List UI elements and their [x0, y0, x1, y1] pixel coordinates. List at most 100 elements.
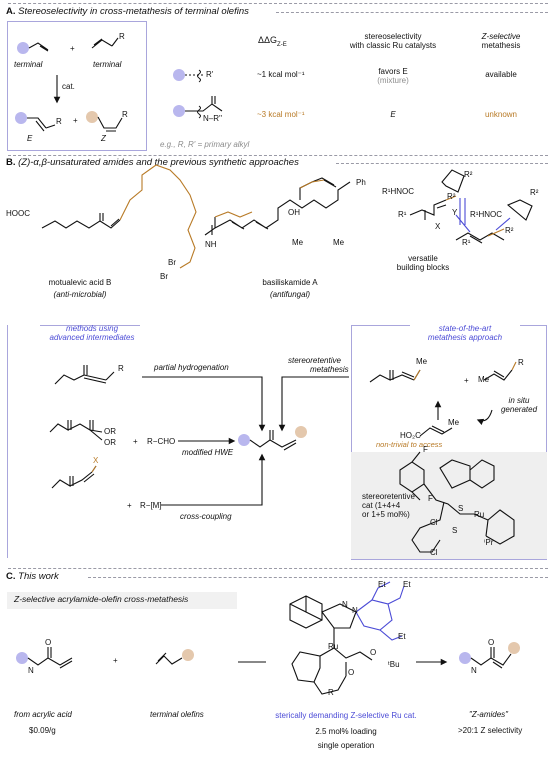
row2-group: N–R'' [203, 114, 223, 123]
row1-zsel: available [485, 70, 517, 79]
bb-r2-d: R² [505, 226, 514, 235]
bb-r2-a: R² [447, 192, 456, 201]
mol2-nh2: NH [205, 240, 217, 249]
cat-c-o-2: O [370, 648, 377, 657]
plus-a-1: + [70, 44, 75, 53]
mol1-br-2: Br [160, 272, 168, 281]
right-me-1: Me [416, 357, 428, 366]
right-r: R [518, 358, 524, 367]
col-ddg-header: ΔΔGZ-E [258, 35, 287, 48]
section-c-title: C. This work [6, 571, 59, 582]
mol2-note: (antifungal) [269, 290, 311, 299]
coupling-x: X [93, 456, 99, 465]
cat-c-ru: Ru [328, 642, 339, 651]
banner-label: Z-selective acrylamide-olefin cross-meta… [14, 594, 189, 604]
arrow-cc-label: cross-coupling [180, 512, 232, 521]
plus-a-2: + [73, 116, 78, 125]
bb-x: X [435, 222, 441, 231]
left-bracket [7, 325, 11, 558]
amide-o: O [45, 638, 52, 647]
left-top-line [40, 325, 140, 326]
mol2-me-2: Me [333, 238, 345, 247]
cat-f-1: F [423, 445, 428, 454]
mol2-ph: Ph [356, 178, 366, 187]
footnote-a: e.g., R, R' = primary alkyl [160, 140, 250, 149]
cat-c-et-1: Et [378, 580, 386, 589]
mol1-hooc: HOOC [6, 209, 30, 218]
bb-r1hnoc-1: R¹HNOC [382, 187, 414, 196]
cat-s-1: S [458, 504, 464, 513]
divider-a-top [8, 3, 548, 4]
loading-label: 2.5 mol% loading [315, 727, 377, 736]
section-b-title: B. (Z)-α,β-unsaturated amides and the pr… [6, 157, 299, 168]
alkyne-r: R [118, 364, 124, 373]
arrow-partial-label: partial hydrogenation [154, 363, 229, 372]
bb-r1: R¹ [398, 210, 407, 219]
cat-ipr: ⁱPr [484, 538, 494, 547]
from-acrylic-label: from acrylic acid [14, 710, 72, 719]
reagent-m: R−[M] [140, 501, 162, 510]
row1-energy: ~1 kcal mol⁻¹ [257, 70, 305, 79]
cat-c-et-2: Et [403, 580, 411, 589]
single-operation-label: single operation [317, 741, 375, 750]
cat-s-2: S [452, 526, 458, 535]
non-trivial-label: non-trivial to access [376, 440, 443, 449]
label-z: Z [101, 134, 106, 143]
plus-b-1: + [133, 437, 138, 446]
cat-c-n-2: N [352, 606, 358, 615]
label-cat: cat. [62, 82, 75, 91]
right-me-3: Me [448, 418, 460, 427]
divider-a-right [276, 12, 548, 13]
label-r-a: R [119, 32, 125, 41]
label-r-z: R [122, 110, 128, 119]
row2-stereo: E [390, 110, 396, 119]
plus-b-2: + [127, 501, 132, 510]
reagent-cho: R−CHO [147, 437, 176, 446]
divider-c-right [88, 577, 548, 578]
bb-r1-product: R¹ [462, 238, 471, 247]
cat-c-n-1: N [342, 600, 348, 609]
divider-c-top [8, 568, 548, 569]
label-e: E [27, 134, 33, 143]
amide-nh: N [28, 666, 34, 675]
row1-group: R' [206, 70, 214, 79]
product-n: N [471, 666, 477, 675]
bb-r1hnoc-2: R¹HNOC [470, 210, 502, 219]
row2-zsel: unknown [484, 110, 518, 119]
plus-c: + [113, 656, 118, 665]
hwe-or-2: OR [104, 438, 116, 447]
divider-b-right [336, 163, 548, 164]
cat-label: stereoretentive cat (1+4+4 or 1+5 mol%) [362, 492, 415, 520]
mol1-name: motualevic acid B [48, 278, 112, 287]
right-me-2: Me [478, 375, 490, 384]
label-terminal-1: terminal [14, 60, 43, 69]
cat-cl-2: Cl [430, 548, 438, 557]
bb-y: Y [452, 208, 458, 217]
cat-f-2: F [428, 494, 433, 503]
terminal-olefin-box [7, 21, 147, 151]
row1-stereo: favors E(mixture) [377, 67, 409, 86]
product-o: O [488, 638, 495, 647]
bb-r2-c: R² [530, 188, 539, 197]
cat-c-et-3: Et [398, 632, 406, 641]
arrow-hwe-label: modified HWE [182, 448, 234, 457]
cat-c-o-1: O [348, 668, 355, 677]
label-r-e: R [56, 117, 62, 126]
catalyst-caption: sterically demanding Z-selective Ru cat. [275, 711, 417, 720]
plus-b-3: + [464, 376, 469, 385]
divider-b-top [8, 155, 548, 156]
mol2-oh: OH [288, 208, 300, 217]
ho2c-label: HO₂C [400, 431, 421, 440]
product-label: "Z-amides" [469, 710, 509, 719]
cat-c-tbu: ᵗBu [388, 660, 400, 669]
